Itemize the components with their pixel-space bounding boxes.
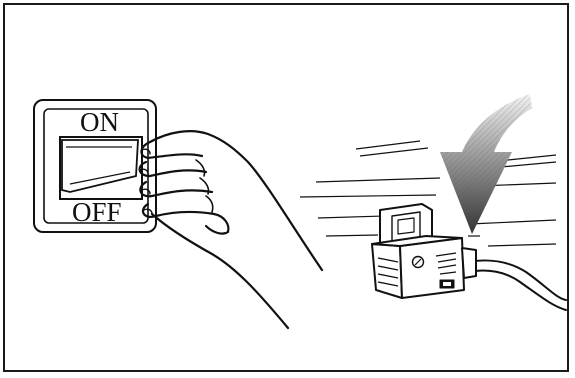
curved-arrow-icon xyxy=(440,94,532,234)
hand-icon xyxy=(140,131,322,328)
switch-off-label: OFF xyxy=(72,197,122,227)
power-plug-icon xyxy=(372,204,476,298)
switch-on-label: ON xyxy=(80,107,119,137)
power-cord-icon xyxy=(468,260,566,310)
